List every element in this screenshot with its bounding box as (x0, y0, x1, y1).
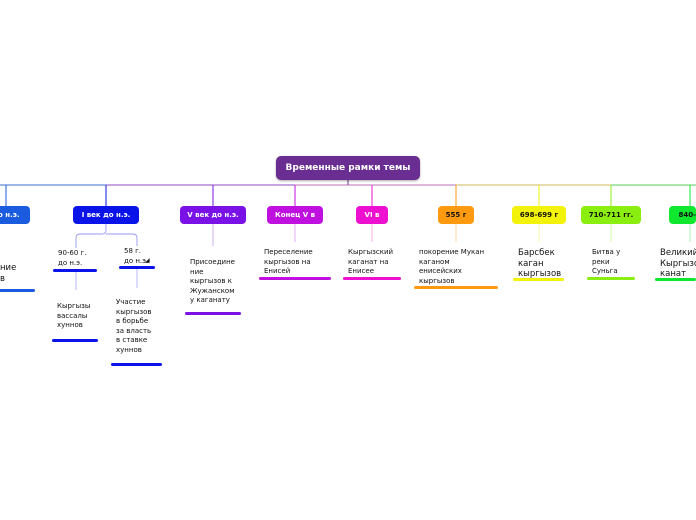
leaf-underline-accession (185, 312, 241, 315)
leaf-underline-vassals (52, 339, 98, 342)
leaf-text-n0[interactable]: ние в (0, 263, 17, 284)
leaf-text-barsbek[interactable]: Барсбек каган кыргызов (518, 248, 562, 279)
leaf-underline-90-60 (53, 269, 97, 272)
leaf-underline-58 (119, 266, 155, 269)
leaf-text-90-60[interactable]: 90-60 г. до н.э. (58, 249, 87, 267)
leaf-underline-participation (111, 363, 162, 366)
topic-node-710-711[interactable]: 710-711 гг. (581, 206, 641, 224)
leaf-text-vassals[interactable]: Кыргызы вассалы хуннов (57, 302, 91, 329)
leaf-text-battle[interactable]: Битва у реки Суньга (592, 248, 621, 275)
topic-node-6th-century[interactable]: VI в (356, 206, 388, 224)
root-topic[interactable]: Временные рамки темы (276, 156, 420, 180)
leaf-text-58[interactable]: 58 г. до н.э. (124, 247, 149, 265)
topic-node-end-5th-century[interactable]: Конец V в (267, 206, 323, 224)
topic-node-5th-century-bc[interactable]: V век до н.э. (180, 206, 246, 224)
leaf-text-conquest[interactable]: покорение Мукан каганом енисейских кыргы… (419, 248, 485, 285)
leaf-text-participation[interactable]: Участие кыргызов в борьбе за власть в ст… (116, 298, 152, 354)
leaf-underline-barsbek (513, 278, 564, 281)
topic-node-555[interactable]: 555 г (438, 206, 474, 224)
leaf-text-kaganate-yenisei[interactable]: Кыргызский каганат на Енисее (348, 248, 394, 275)
leaf-underline-great-kaganate (655, 278, 696, 281)
leaf-text-resettlement[interactable]: Переселение кыргызов на Енисей (264, 248, 313, 275)
leaf-underline-battle (587, 277, 635, 280)
topic-node-bc[interactable]: до н.э. (0, 206, 30, 224)
leaf-underline-kaganate-yenisei (343, 277, 401, 280)
leaf-text-accession[interactable]: Присоедине ние кыргызов к Жужанском у ка… (190, 258, 235, 304)
topic-node-840[interactable]: 840- (669, 206, 696, 224)
leaf-text-great-kaganate[interactable]: Великий Кыргызс канат (660, 248, 696, 279)
n1-fork (75, 224, 138, 248)
note-icon: ◢ (145, 257, 150, 264)
leaf-underline-n0 (0, 289, 35, 292)
leaf-underline-resettlement (259, 277, 331, 280)
leaf-underline-conquest (414, 286, 498, 289)
topic-node-1st-century-bc[interactable]: I век до н.э. (73, 206, 139, 224)
topic-node-698-699[interactable]: 698-699 г (512, 206, 566, 224)
